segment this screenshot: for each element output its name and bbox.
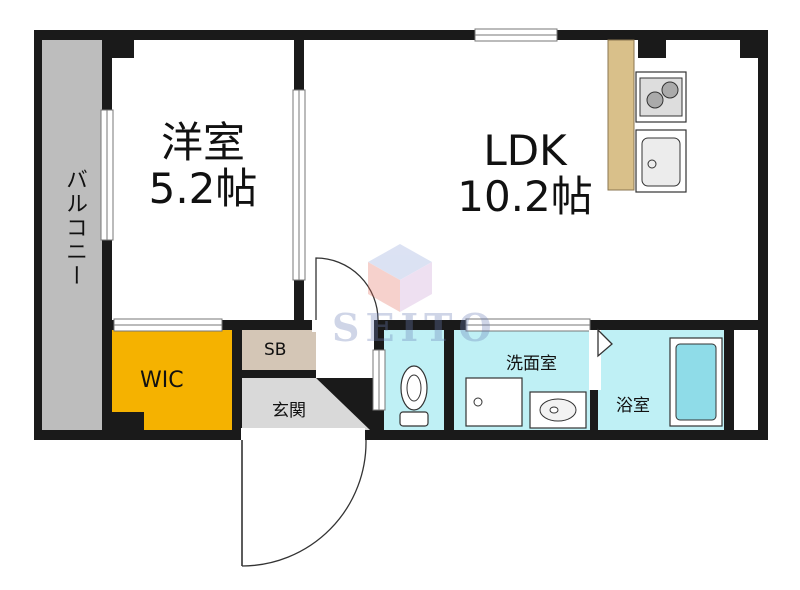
washbasin-icon bbox=[529, 391, 587, 429]
bathtub-icon bbox=[669, 337, 723, 427]
column bbox=[112, 412, 144, 430]
ldk-size: 10.2帖 bbox=[457, 172, 593, 221]
watermark-text: SEITO bbox=[332, 305, 498, 350]
wic-label: WIC bbox=[140, 368, 184, 393]
wic-door bbox=[113, 318, 223, 332]
bathroom-door bbox=[589, 328, 613, 390]
bathroom-label: 浴室 bbox=[616, 396, 650, 416]
column bbox=[112, 40, 134, 58]
ldk-name: LDK bbox=[483, 126, 567, 175]
watermark-logo-icon bbox=[368, 244, 432, 312]
entrance-floor bbox=[242, 378, 370, 430]
western-room-name: 洋室 bbox=[160, 118, 245, 167]
western-room-label: 洋室 5.2帖 bbox=[128, 120, 278, 212]
bathroom-niche bbox=[734, 330, 758, 430]
sb-floor bbox=[242, 330, 316, 370]
toilet-door bbox=[372, 349, 386, 411]
hall-door bbox=[312, 257, 379, 332]
ldk-label: LDK 10.2帖 bbox=[430, 128, 620, 220]
washroom-door bbox=[465, 318, 591, 332]
stove-icon bbox=[635, 71, 687, 123]
hall-floor bbox=[316, 330, 374, 378]
balcony-floor bbox=[42, 40, 102, 430]
western-room-floor bbox=[112, 40, 294, 320]
kitchen-counter bbox=[607, 39, 635, 191]
column bbox=[638, 40, 666, 58]
front-door bbox=[241, 428, 367, 567]
ldk-window bbox=[474, 28, 558, 42]
entrance-label: 玄関 bbox=[272, 401, 306, 421]
sb-label: SB bbox=[264, 340, 287, 360]
western-room-size: 5.2帖 bbox=[148, 164, 258, 213]
washing-machine-space-icon bbox=[465, 377, 523, 427]
western-room-window bbox=[100, 109, 114, 241]
washroom-label: 洗面室 bbox=[506, 354, 557, 374]
sliding-door bbox=[292, 89, 306, 281]
toilet-icon bbox=[399, 365, 429, 427]
balcony-label: バルコニー bbox=[62, 168, 87, 288]
column bbox=[740, 40, 758, 58]
kitchen-sink-icon bbox=[635, 129, 687, 193]
